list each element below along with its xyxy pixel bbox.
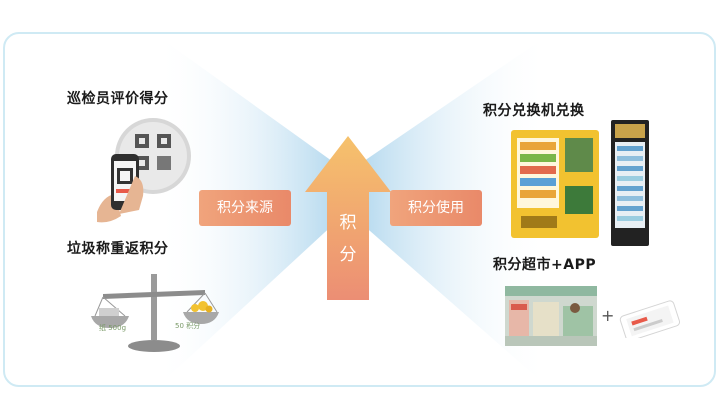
- vending-machine-black: [611, 120, 649, 246]
- phone-app-illustration: [619, 300, 681, 338]
- points-arrow: 积 分: [305, 136, 391, 300]
- inspector-rating-heading: 巡检员评价得分: [67, 91, 169, 107]
- redemption-machine-heading: 积分兑换机兑换: [483, 103, 585, 119]
- garbage-weighing-heading: 垃圾称重返积分: [67, 241, 169, 257]
- balance-scale-illustration: [91, 274, 219, 352]
- scale-paper-label: 纸 500g: [99, 324, 127, 332]
- points-market-app-heading: 积分超市+APP: [493, 257, 597, 273]
- points-usage-tag: 积分使用: [390, 190, 482, 226]
- points-market-photo: [505, 286, 597, 346]
- phone-qr-scan-illustration: [97, 118, 191, 223]
- points-source-tag: 积分来源: [199, 190, 291, 226]
- arrow-char-ji: 积: [339, 213, 357, 233]
- up-arrow-shape: [305, 136, 391, 300]
- vending-machine-yellow: [511, 130, 599, 238]
- scale-points-label: 50 积分: [175, 322, 201, 330]
- arrow-char-fen: 分: [339, 245, 357, 265]
- diagram-card: 巡检员评价得分 垃圾称重返积分 纸 500g 50 积分 积分: [3, 32, 716, 387]
- plus-sign: +: [601, 306, 615, 325]
